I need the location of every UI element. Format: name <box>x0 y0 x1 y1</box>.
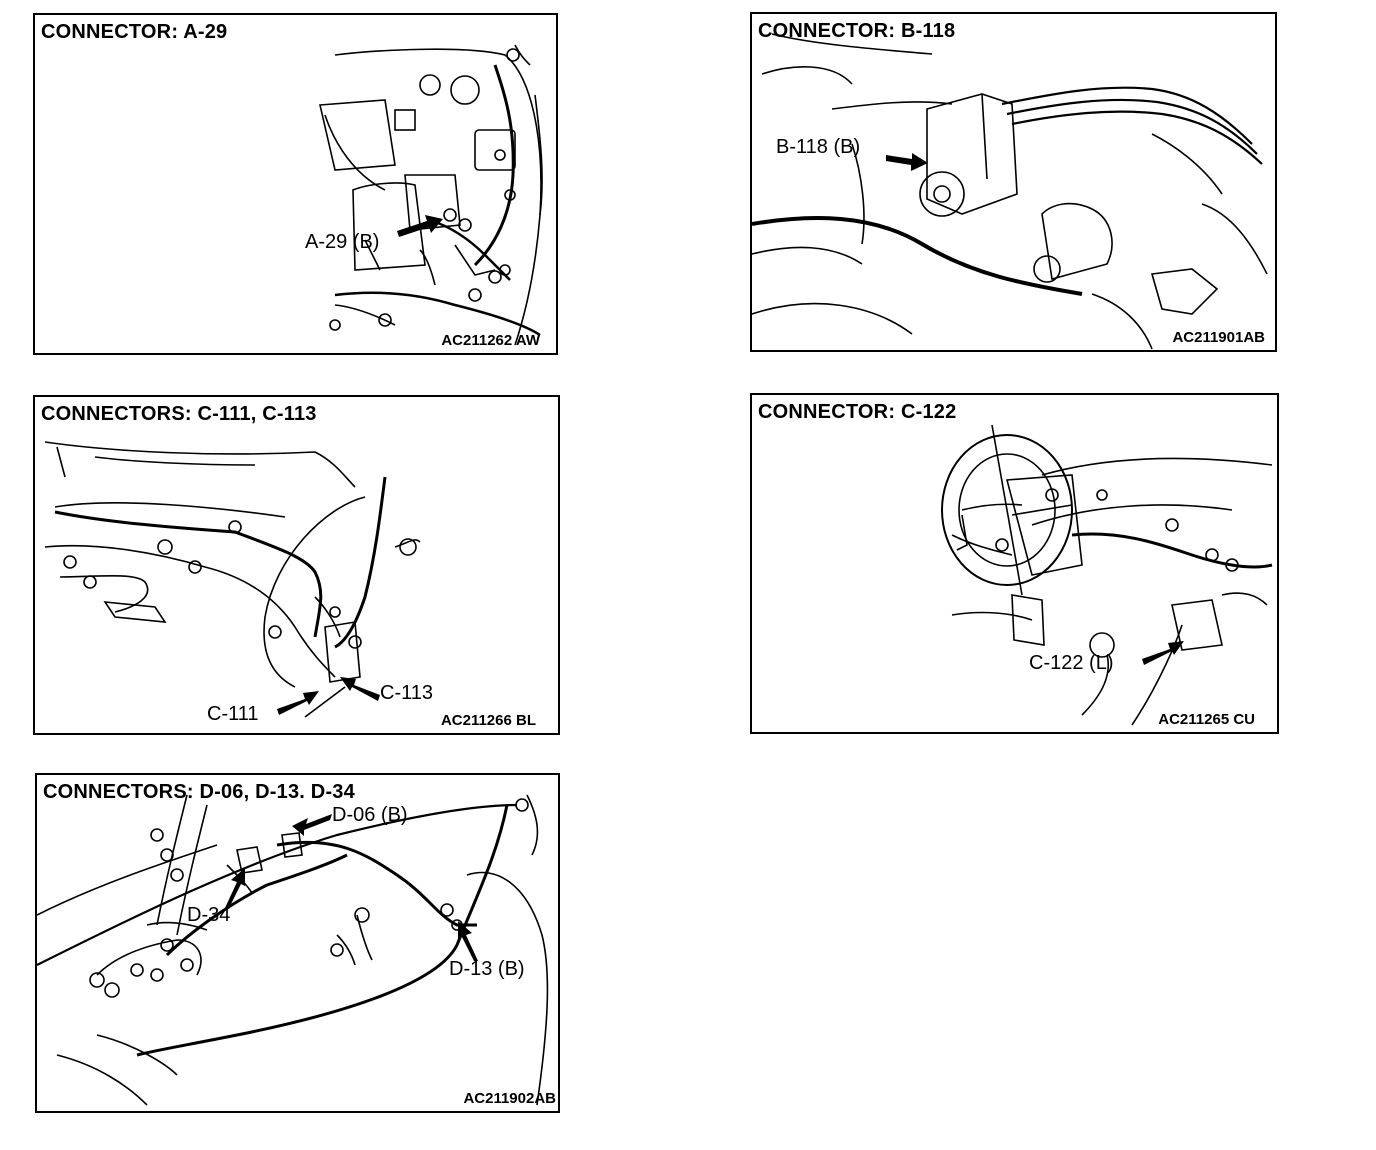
dashboard-harness-illustration <box>44 441 421 718</box>
panel-connector-c122: CONNECTOR: C-122 C-122 (L) AC211265 CU <box>750 393 1279 734</box>
figure-code: AC211902AB <box>463 1090 556 1107</box>
panel-connectors-d06-d13-d34: CONNECTORS: D-06, D-13. D-34 D-06 (B) D-… <box>35 773 560 1113</box>
callout-a29: A-29 (B) <box>305 231 380 253</box>
engine-bay-illustration <box>319 44 543 346</box>
panel-connectors-c111-c113: CONNECTORS: C-111, C-113 C-111 C-113 AC2… <box>33 395 560 735</box>
callout-c122: C-122 (L) <box>1029 652 1114 674</box>
callout-c111: C-111 <box>207 703 259 725</box>
panel-connector-a29: CONNECTOR: A-29 A-29 (B) AC211262 AW <box>33 13 558 355</box>
callout-arrow-icon <box>225 868 245 908</box>
callout-d06: D-06 (B) <box>332 804 408 826</box>
steering-column-illustration <box>941 424 1273 726</box>
body-harness-illustration <box>37 794 549 1106</box>
callout-arrow-icon <box>397 215 443 237</box>
callout-arrow-icon <box>886 153 928 171</box>
callout-arrow-icon <box>340 677 380 701</box>
callout-c113: C-113 <box>380 682 433 704</box>
callout-arrow-icon <box>277 691 319 715</box>
figure-code: AC211262 AW <box>441 332 540 349</box>
callout-arrow-icon <box>1142 641 1184 665</box>
callout-b118: B-118 (B) <box>776 136 861 158</box>
figure-code: AC211266 BL <box>440 712 536 729</box>
panel-title: CONNECTORS: C-111, C-113 <box>41 403 317 425</box>
panel-title: CONNECTORS: D-06, D-13. D-34 <box>43 781 355 803</box>
callout-d34: D-34 <box>187 904 231 926</box>
panel-title: CONNECTOR: A-29 <box>41 21 228 43</box>
figure-code: AC211901AB <box>1172 329 1265 346</box>
callout-arrow-icon <box>292 814 332 836</box>
panel-connector-b118: CONNECTOR: B-118 B-118 (B) AC211901AB <box>750 12 1277 352</box>
figure-code: AC211265 CU <box>1158 711 1255 728</box>
callout-arrow-icon <box>458 921 478 961</box>
panel-title: CONNECTOR: B-118 <box>758 20 956 42</box>
callout-d13: D-13 (B) <box>449 958 525 980</box>
abs-unit-illustration <box>752 33 1268 350</box>
panel-title: CONNECTOR: C-122 <box>758 401 957 423</box>
